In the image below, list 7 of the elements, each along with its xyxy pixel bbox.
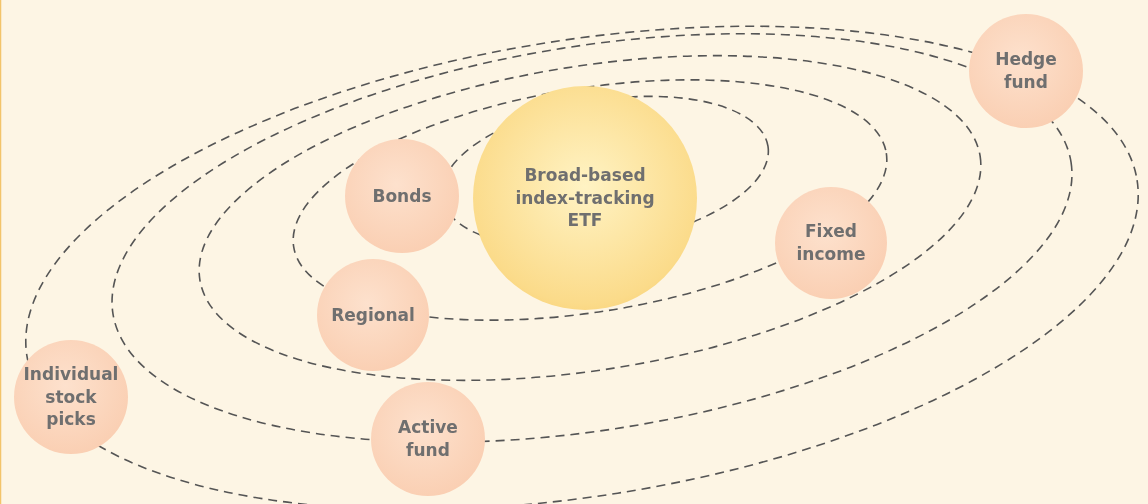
node-label: Broad-based index-tracking ETF [514,163,656,233]
node-label: Regional [330,303,416,327]
node-label: Individual stock picks [22,362,120,432]
node-label: Active fund [397,416,459,462]
node-label: Bonds [371,184,433,208]
node-label: Fixed income [795,220,867,266]
node-label: Hedge fund [994,48,1058,94]
